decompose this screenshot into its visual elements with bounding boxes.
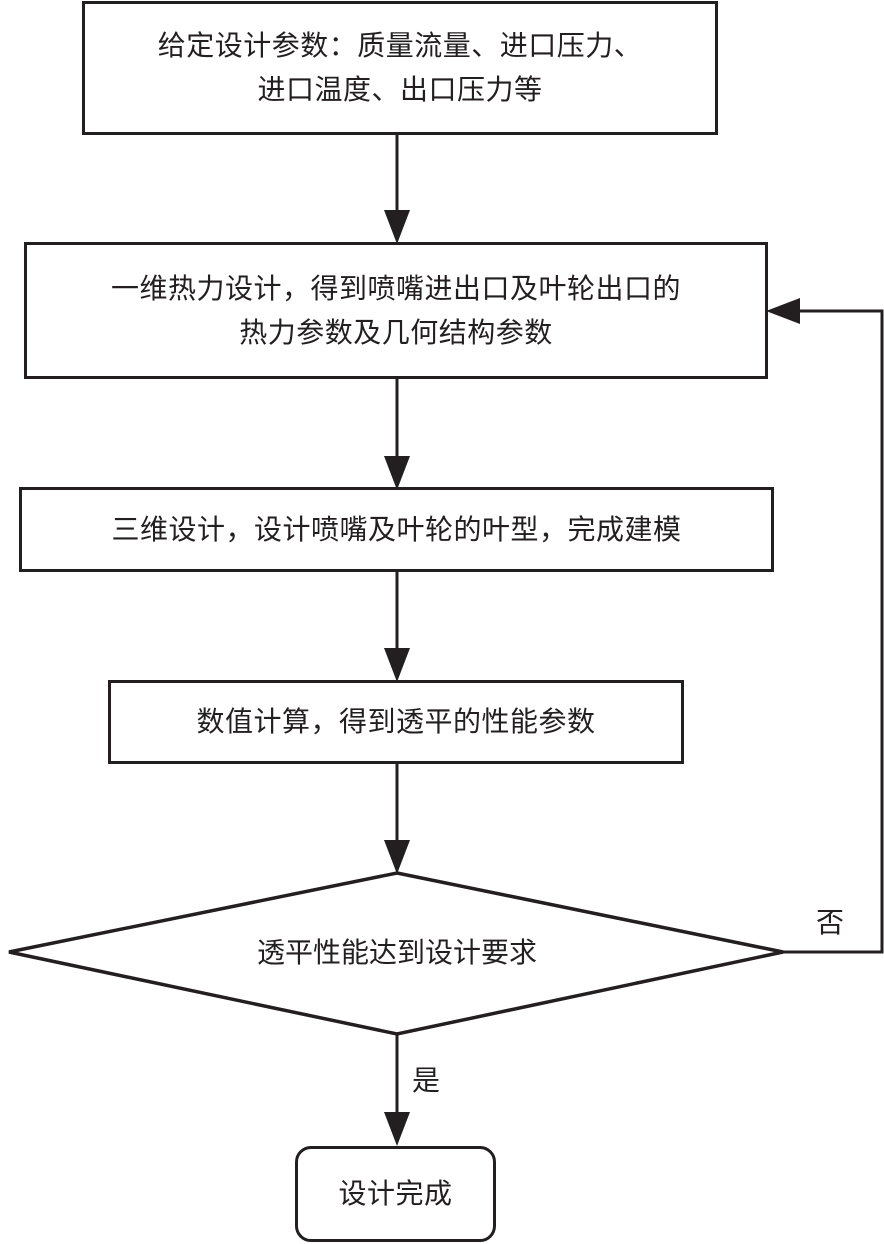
arrowhead-icon — [384, 1112, 410, 1146]
edge-label-yes: 是 — [412, 1064, 441, 1097]
node-text-line: 数值计算，得到透平的性能参数 — [196, 705, 596, 738]
decision-diamond — [8, 871, 784, 1036]
arrowhead-icon — [384, 840, 410, 874]
node-numerical-calc: 数值计算，得到透平的性能参数 — [108, 680, 684, 764]
node-input-params: 给定设计参数：质量流量、进口压力、 进口温度、出口压力等 — [82, 1, 718, 135]
node-check-requirements-text: 透平性能达到设计要求 — [256, 936, 537, 969]
node-text-line: 进口温度、出口压力等 — [257, 73, 543, 106]
node-text-line: 给定设计参数：质量流量、进口压力、 — [157, 29, 643, 62]
node-text-line: 设计完成 — [338, 1177, 453, 1210]
arrowhead-icon — [384, 210, 410, 244]
node-design-complete: 设计完成 — [295, 1146, 496, 1242]
node-3d-design: 三维设计，设计喷嘴及叶轮的叶型，完成建模 — [19, 487, 774, 572]
node-text-line: 一维热力设计，得到喷嘴进出口及叶轮出口的 — [110, 271, 681, 305]
node-text-line: 热力参数及几何结构参数 — [239, 315, 553, 349]
arrowhead-icon — [384, 456, 410, 490]
arrowhead-icon — [766, 298, 800, 324]
edge-decision-loop-back — [782, 309, 884, 954]
edge-label-no: 否 — [816, 906, 845, 939]
arrowhead-icon — [384, 648, 410, 682]
node-text-line: 三维设计，设计喷嘴及叶轮的叶型，完成建模 — [111, 512, 682, 546]
node-thermal-design: 一维热力设计，得到喷嘴进出口及叶轮出口的 热力参数及几何结构参数 — [24, 242, 768, 379]
